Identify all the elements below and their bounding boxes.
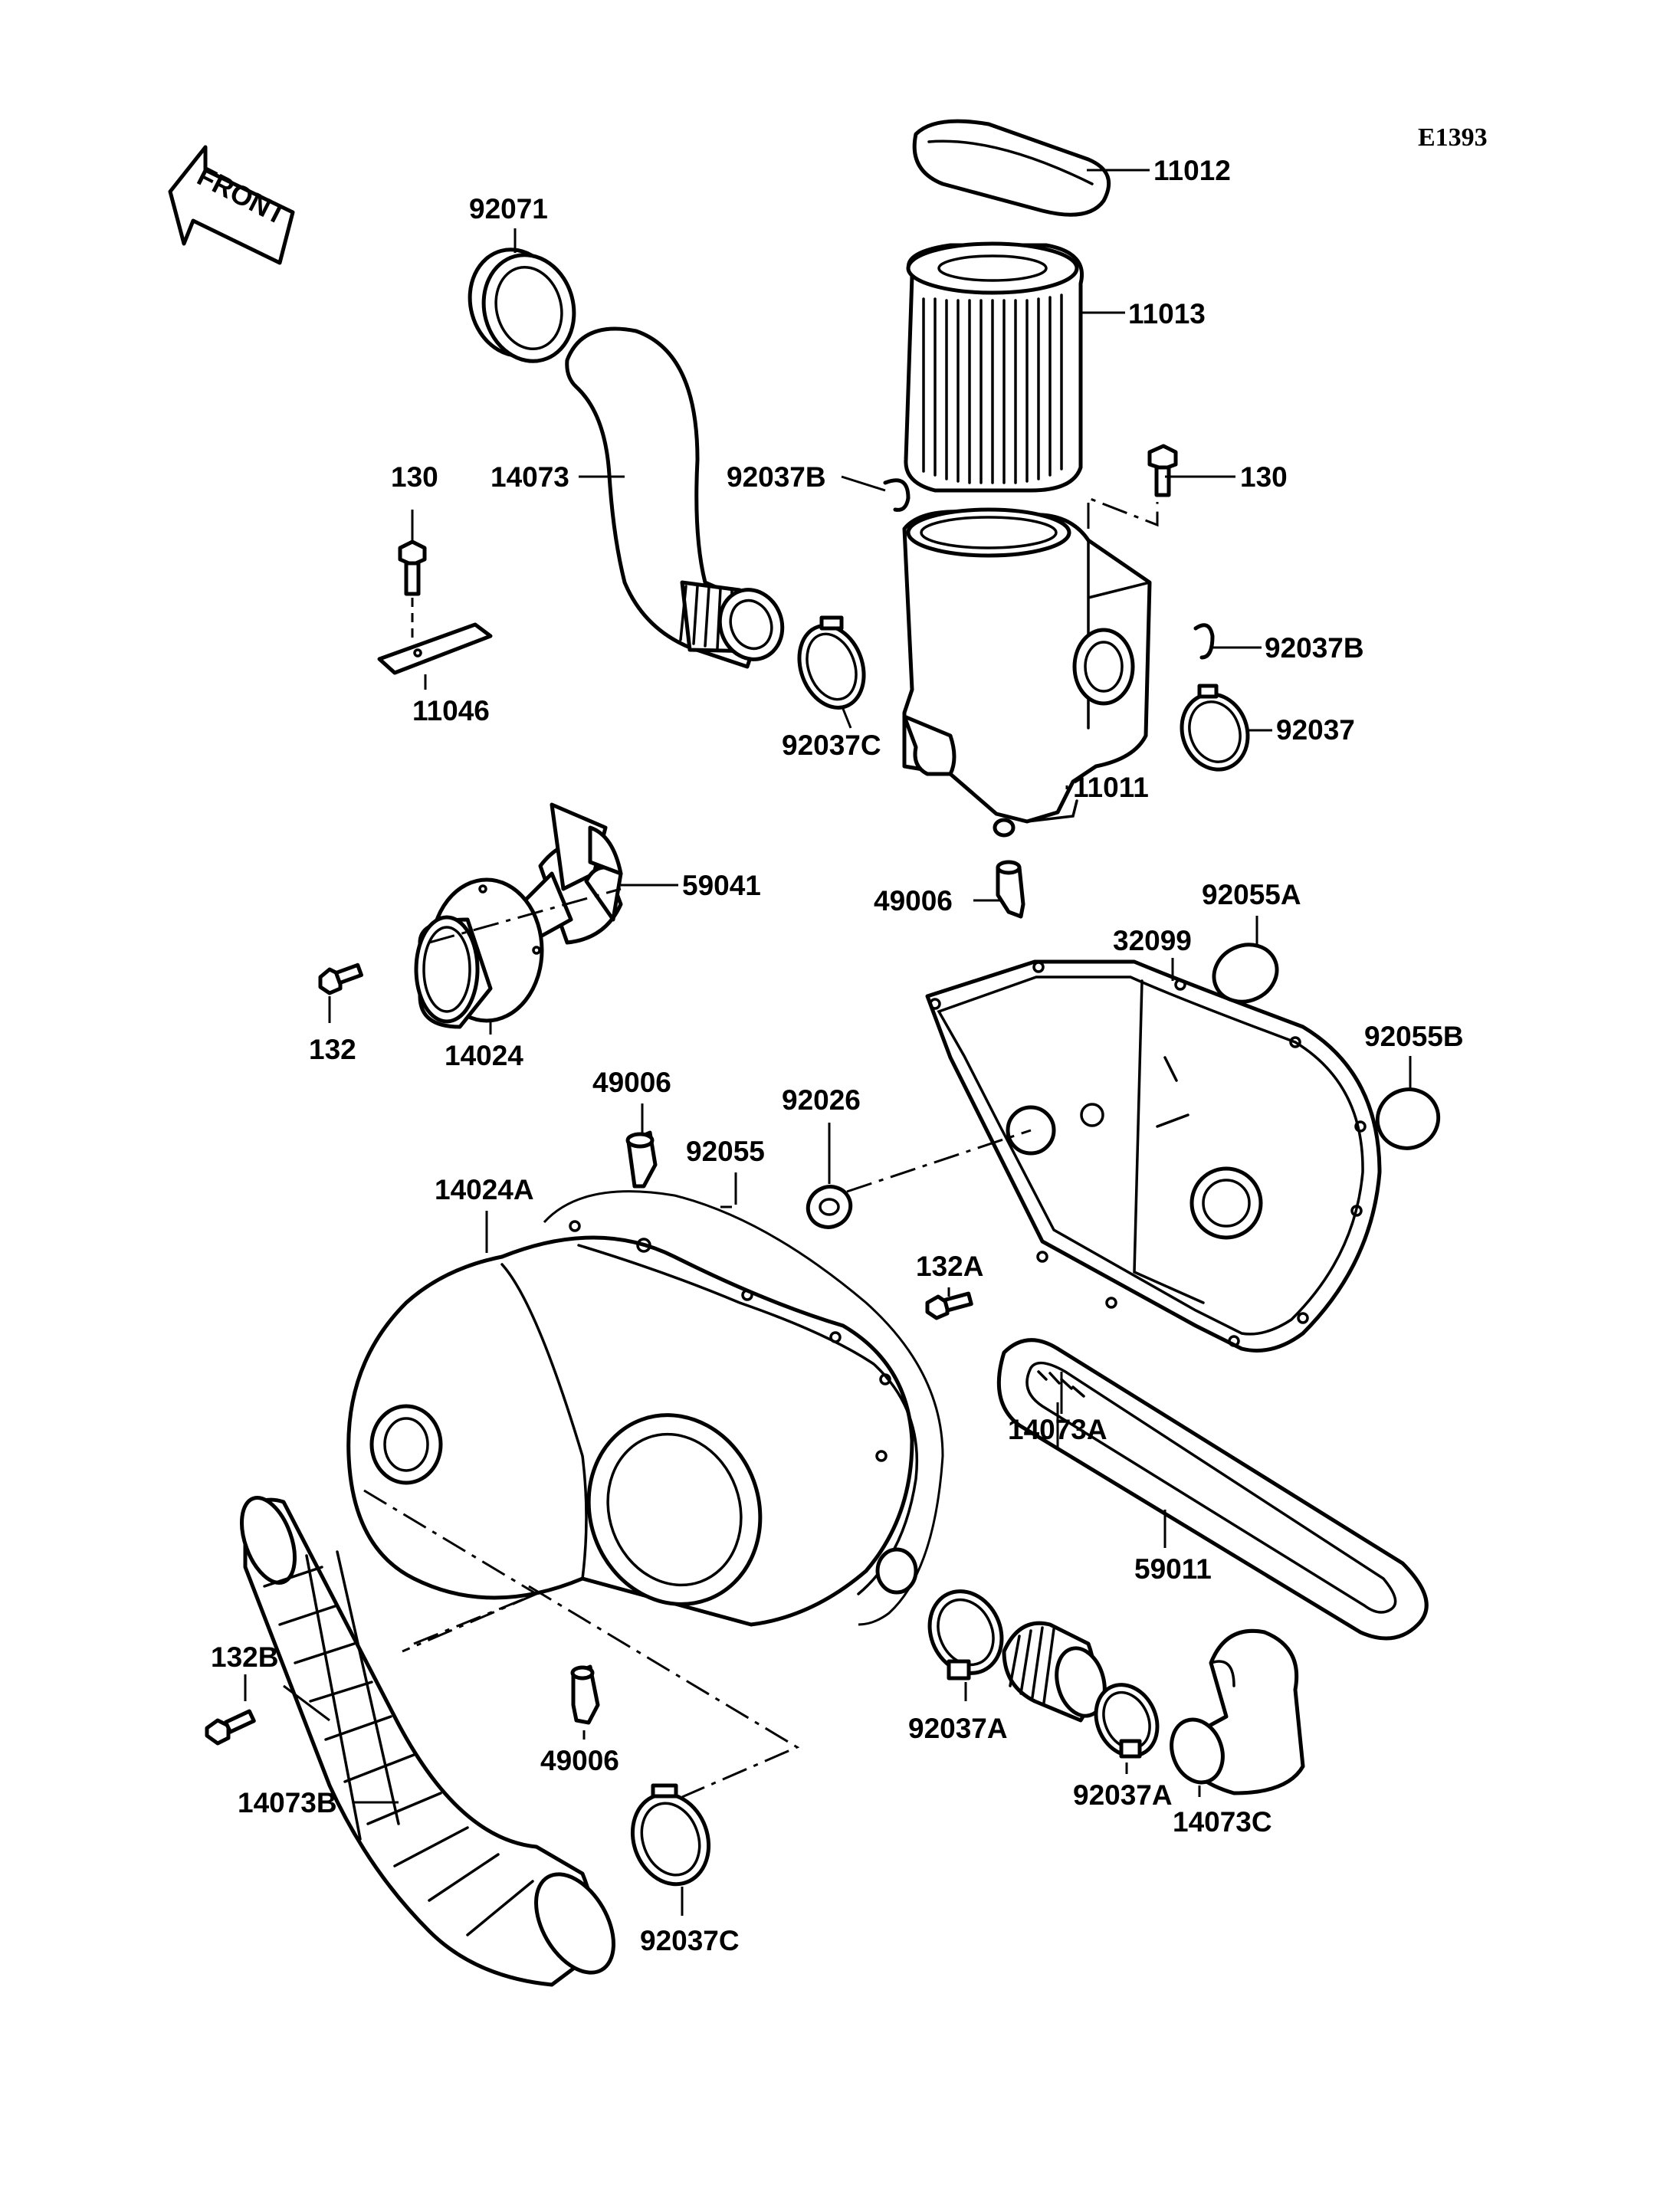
bolt-132B (205, 1709, 256, 1746)
label-32099: 32099 (1113, 925, 1192, 956)
label-92037A-right: 92037A (1073, 1779, 1173, 1811)
bracket-11046 (377, 622, 493, 675)
label-92037C-bottom: 92037C (640, 1925, 740, 1956)
label-92037B-top: 92037B (727, 461, 826, 493)
label-92037A-left: 92037A (908, 1713, 1008, 1744)
bolt-132A (925, 1291, 973, 1320)
clamp-92037A-left (927, 1589, 1004, 1681)
drain-plug-49006-top (996, 860, 1025, 919)
label-92037B-right: 92037B (1265, 632, 1364, 664)
bolt-130-left (398, 539, 427, 596)
air-filter-element-11013 (904, 241, 1084, 493)
guide-lower-duct (363, 1489, 800, 1799)
label-92055A: 92055A (1202, 879, 1301, 910)
clamp-92037A-right (1094, 1683, 1160, 1759)
intake-duct-14073 (565, 326, 785, 669)
bolt-132 (318, 962, 363, 995)
duct-14073B (240, 1496, 615, 1987)
label-11046: 11046 (412, 695, 490, 726)
label-92026: 92026 (782, 1084, 861, 1116)
label-59011: 59011 (1134, 1553, 1212, 1585)
label-14073C: 14073C (1173, 1806, 1272, 1838)
air-cleaner-cover-11012 (912, 119, 1111, 217)
label-132B: 132B (211, 1641, 278, 1673)
label-49006-top: 49006 (874, 885, 953, 917)
label-11012: 11012 (1153, 155, 1231, 186)
drain-plug-49006-mid (625, 1130, 658, 1189)
label-14024: 14024 (445, 1040, 523, 1071)
diagram-code: E1393 (1418, 123, 1488, 152)
front-arrow-icon: FRONT (168, 145, 295, 265)
washer-92026 (806, 1185, 853, 1229)
label-130-left: 130 (391, 461, 438, 493)
clip-92037B-top (883, 478, 911, 512)
grommet-92071 (468, 248, 576, 363)
clip-92037B-right (1193, 623, 1215, 660)
guide-92026 (846, 1129, 1032, 1193)
fan-59041 (519, 802, 623, 945)
label-132: 132 (309, 1034, 356, 1065)
label-92037C-top: 92037C (782, 730, 881, 761)
label-11011: 11011 (1073, 772, 1149, 803)
part-labels: 11012 11013 92071 14073 92037B 130 130 1… (211, 155, 1464, 1956)
duct-14073A (1002, 1621, 1107, 1723)
clamp-92037C-bottom (630, 1783, 711, 1887)
gasket-92055 (543, 1190, 944, 1626)
fan-housing-14024 (414, 877, 544, 1029)
bolt-130-right-guide (1087, 496, 1159, 529)
label-92055: 92055 (686, 1136, 765, 1167)
outer-cover-32099 (925, 959, 1382, 1353)
label-132A: 132A (916, 1251, 983, 1282)
leader-lines (244, 169, 1412, 1916)
label-49006-mid: 49006 (592, 1067, 671, 1098)
label-14073: 14073 (491, 461, 569, 493)
guide-fan (428, 887, 622, 944)
label-14024A: 14024A (435, 1174, 534, 1205)
bolt-130-right (1147, 444, 1178, 497)
clamp-92037 (1180, 684, 1250, 772)
air-cleaner-case-11011 (902, 507, 1152, 838)
clamp-92037C-top (797, 615, 866, 710)
drive-belt-59011 (996, 1338, 1429, 1641)
o-ring-92055A (1212, 943, 1279, 1004)
label-14073A: 14073A (1008, 1414, 1107, 1445)
label-14073B: 14073B (238, 1787, 337, 1818)
inner-cover-14024A (346, 1220, 919, 1627)
drain-plug-49006-bottom (570, 1664, 600, 1725)
label-92055B: 92055B (1364, 1021, 1464, 1052)
duct-14073C (1170, 1628, 1305, 1795)
label-11013: 11013 (1128, 298, 1206, 330)
label-49006-bottom: 49006 (540, 1745, 619, 1776)
label-59041: 59041 (682, 870, 761, 901)
label-130-right: 130 (1240, 461, 1288, 493)
label-92037: 92037 (1276, 714, 1355, 746)
o-ring-92055B (1375, 1087, 1441, 1150)
label-92071: 92071 (469, 193, 548, 225)
